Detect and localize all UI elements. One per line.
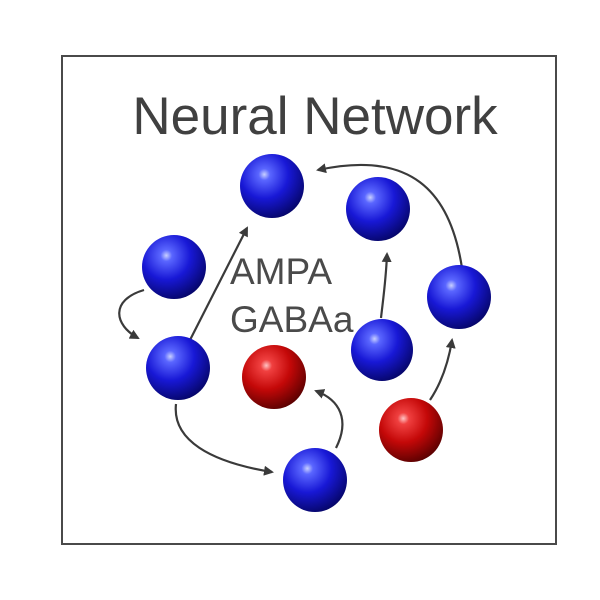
neuron-excitatory [283,448,347,512]
diagram-frame [61,55,557,545]
synapse-arrow [316,163,464,269]
synapse-arrow [314,389,344,449]
neuron-inhibitory [242,345,306,409]
neuron-excitatory [142,235,206,299]
synapse-arrow [174,403,274,476]
neuron-inhibitory [379,398,443,462]
receptor-label-ampa: AMPA [230,251,332,292]
receptor-label-gabaa: GABAa [230,299,354,340]
neuron-excitatory [427,265,491,329]
neuron-excitatory [146,336,210,400]
synapse-arrow [379,252,392,319]
neuron-excitatory [351,319,413,381]
neuron-excitatory [240,154,304,218]
synapse-arrow [429,338,456,401]
diagram-title: Neural Network [132,87,498,146]
synapse-arrow [189,226,248,341]
neuron-excitatory [346,177,410,241]
synapse-arrow [118,288,145,339]
